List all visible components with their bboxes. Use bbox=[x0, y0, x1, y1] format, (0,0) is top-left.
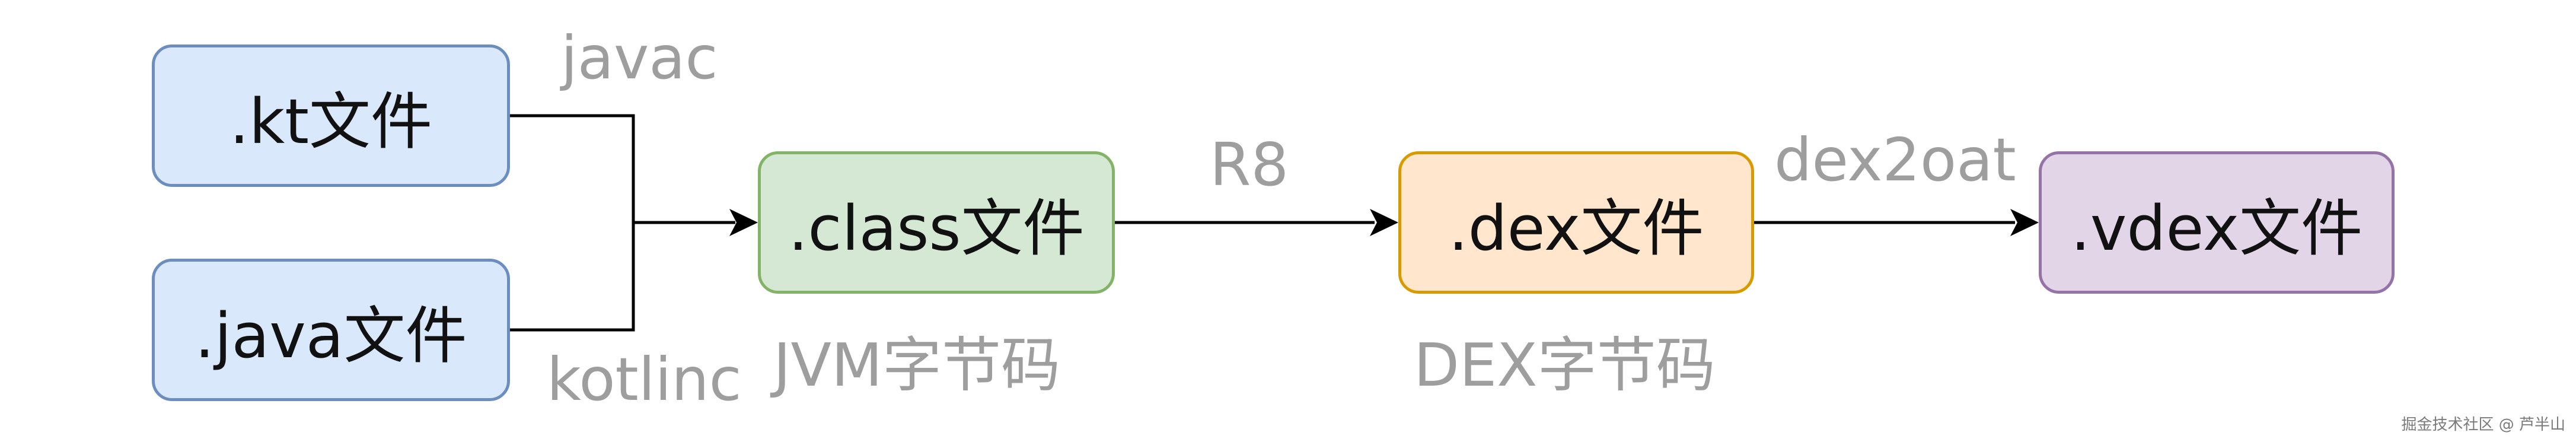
caption-jvm-bytecode: JVM字节码 bbox=[773, 330, 1061, 400]
arrowhead-vdex bbox=[2010, 209, 2039, 236]
arrowhead-class bbox=[729, 209, 758, 236]
node-vdex-file-label: .vdex文件 bbox=[2070, 192, 2363, 265]
edge-label-dex2oat: dex2oat bbox=[1774, 125, 2016, 195]
node-kt-file-label: .kt文件 bbox=[229, 85, 433, 158]
node-class-file-label: .class文件 bbox=[788, 192, 1085, 265]
node-dex-file: .dex文件 bbox=[1398, 151, 1754, 294]
watermark: 掘金技术社区 @ 芦半山 bbox=[2401, 416, 2565, 434]
caption-dex-bytecode: DEX字节码 bbox=[1414, 330, 1716, 400]
node-java-file-label: .java文件 bbox=[195, 299, 467, 372]
edge-java-to-class bbox=[510, 223, 635, 332]
edge-kt-to-class bbox=[510, 114, 635, 223]
edge-label-r8: R8 bbox=[1210, 130, 1289, 199]
edge-label-javac: javac bbox=[561, 23, 718, 93]
node-kt-file: .kt文件 bbox=[152, 44, 510, 187]
edge-label-kotlinc: kotlinc bbox=[547, 345, 742, 414]
node-class-file: .class文件 bbox=[758, 151, 1115, 294]
node-java-file: .java文件 bbox=[152, 259, 510, 401]
node-dex-file-label: .dex文件 bbox=[1448, 192, 1704, 265]
node-vdex-file: .vdex文件 bbox=[2039, 151, 2395, 294]
arrowhead-dex bbox=[1370, 209, 1398, 236]
